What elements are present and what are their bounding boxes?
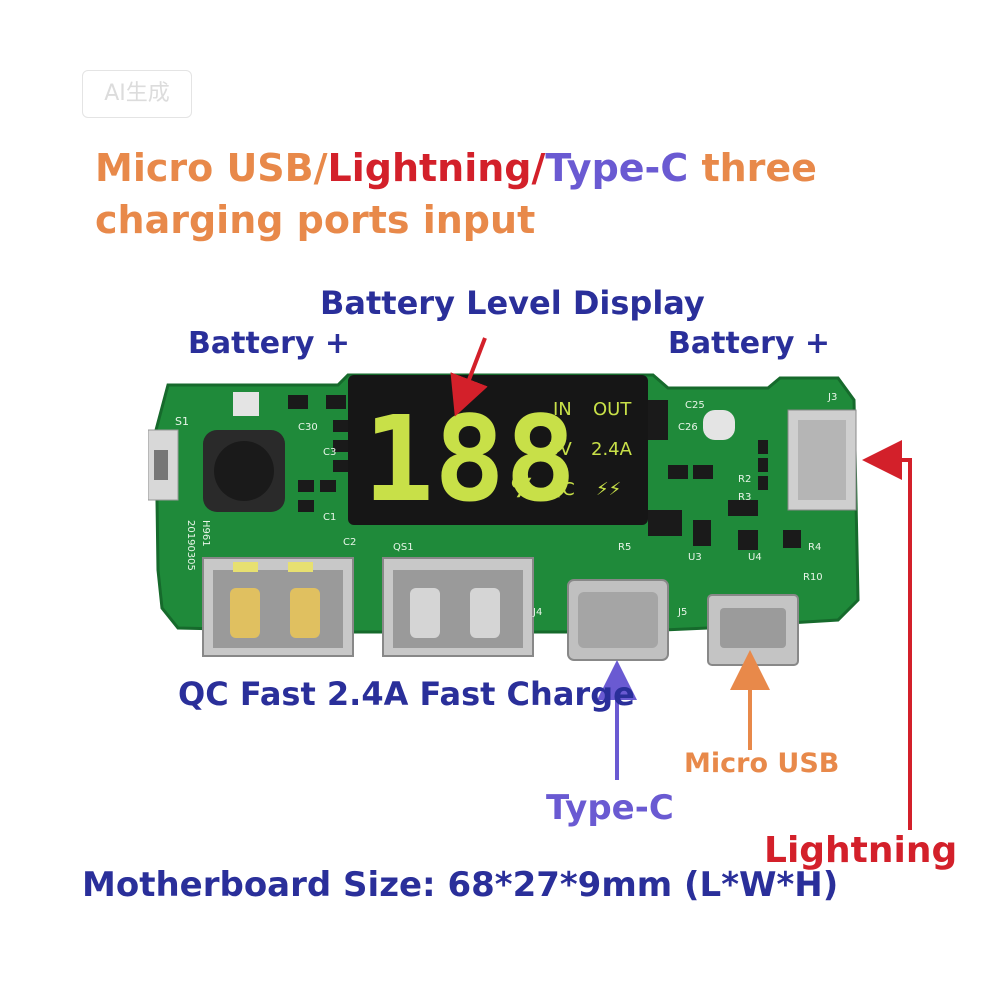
j4-label: J4 <box>532 607 542 618</box>
usb-a-port-2 <box>382 557 534 657</box>
headline-rest: three charging ports input <box>95 146 817 242</box>
c30-label: C30 <box>298 422 318 433</box>
qc-fast-label: QC Fast 2.4A Fast Charge <box>178 675 635 713</box>
display-arrow <box>450 337 488 417</box>
c3-label: C3 <box>323 447 336 458</box>
headline-lightning: Lightning/ <box>327 146 546 190</box>
lcd-in: IN <box>553 399 572 420</box>
j3-label: J3 <box>827 392 837 403</box>
battery-display-label: Battery Level Display <box>320 284 705 322</box>
pad-top-right <box>703 410 735 440</box>
h961-label: H961 <box>200 520 211 547</box>
micro-usb-port <box>707 594 799 666</box>
c26-label: C26 <box>678 422 698 433</box>
c25-label: C25 <box>685 400 705 411</box>
pcb-board-svg: S1 188 % IN OUT 5V 2.4A QC ⚡⚡ <box>147 373 860 666</box>
c2-label: C2 <box>343 537 356 548</box>
lcd-2-4a: 2.4A <box>591 439 633 460</box>
headline-micro-usb: Micro USB/ <box>95 146 328 190</box>
lightning-arrow <box>862 440 912 830</box>
j5-label: J5 <box>677 607 687 618</box>
battery-plus-right-label: Battery + <box>668 326 831 361</box>
r10-label: R10 <box>803 572 823 583</box>
type-c-port <box>567 579 669 661</box>
lcd-bolt-icon: ⚡⚡ <box>596 479 621 500</box>
slide-switch-knob <box>154 450 168 480</box>
headline: Micro USB/Lightning/Type-C three chargin… <box>95 142 955 246</box>
pcb-board-image: S1 188 % IN OUT 5V 2.4A QC ⚡⚡ <box>147 370 868 674</box>
lcd-out: OUT <box>593 399 632 420</box>
type-c-label: Type-C <box>546 788 674 828</box>
micro-usb-label: Micro USB <box>684 748 840 779</box>
r3-label: R3 <box>738 492 751 503</box>
u4-label: U4 <box>748 552 762 563</box>
battery-plus-left-label: Battery + <box>188 326 351 361</box>
lightning-label: Lightning <box>764 830 958 871</box>
qs1-label: QS1 <box>393 542 414 553</box>
lcd-5v: 5V <box>548 439 572 460</box>
board-size-label: Motherboard Size: 68*27*9mm (L*W*H) <box>82 865 839 905</box>
ai-watermark: AI生成 <box>82 70 192 118</box>
u3-label: U3 <box>688 552 702 563</box>
c1-label: C1 <box>323 512 336 523</box>
lcd-display <box>348 375 648 525</box>
headline-type-c: Type-C <box>545 146 689 190</box>
r4-label: R4 <box>808 542 821 553</box>
lcd-qc: QC <box>548 479 575 500</box>
pad-top-left <box>233 392 259 416</box>
usb-a-port-1 <box>202 557 354 657</box>
s1-label: S1 <box>175 415 189 428</box>
r5-label: R5 <box>618 542 631 553</box>
smd-parts <box>288 395 801 550</box>
lcd-percent: % <box>511 474 537 504</box>
date-label: 20190305 <box>185 520 196 571</box>
r2-label: R2 <box>738 474 751 485</box>
